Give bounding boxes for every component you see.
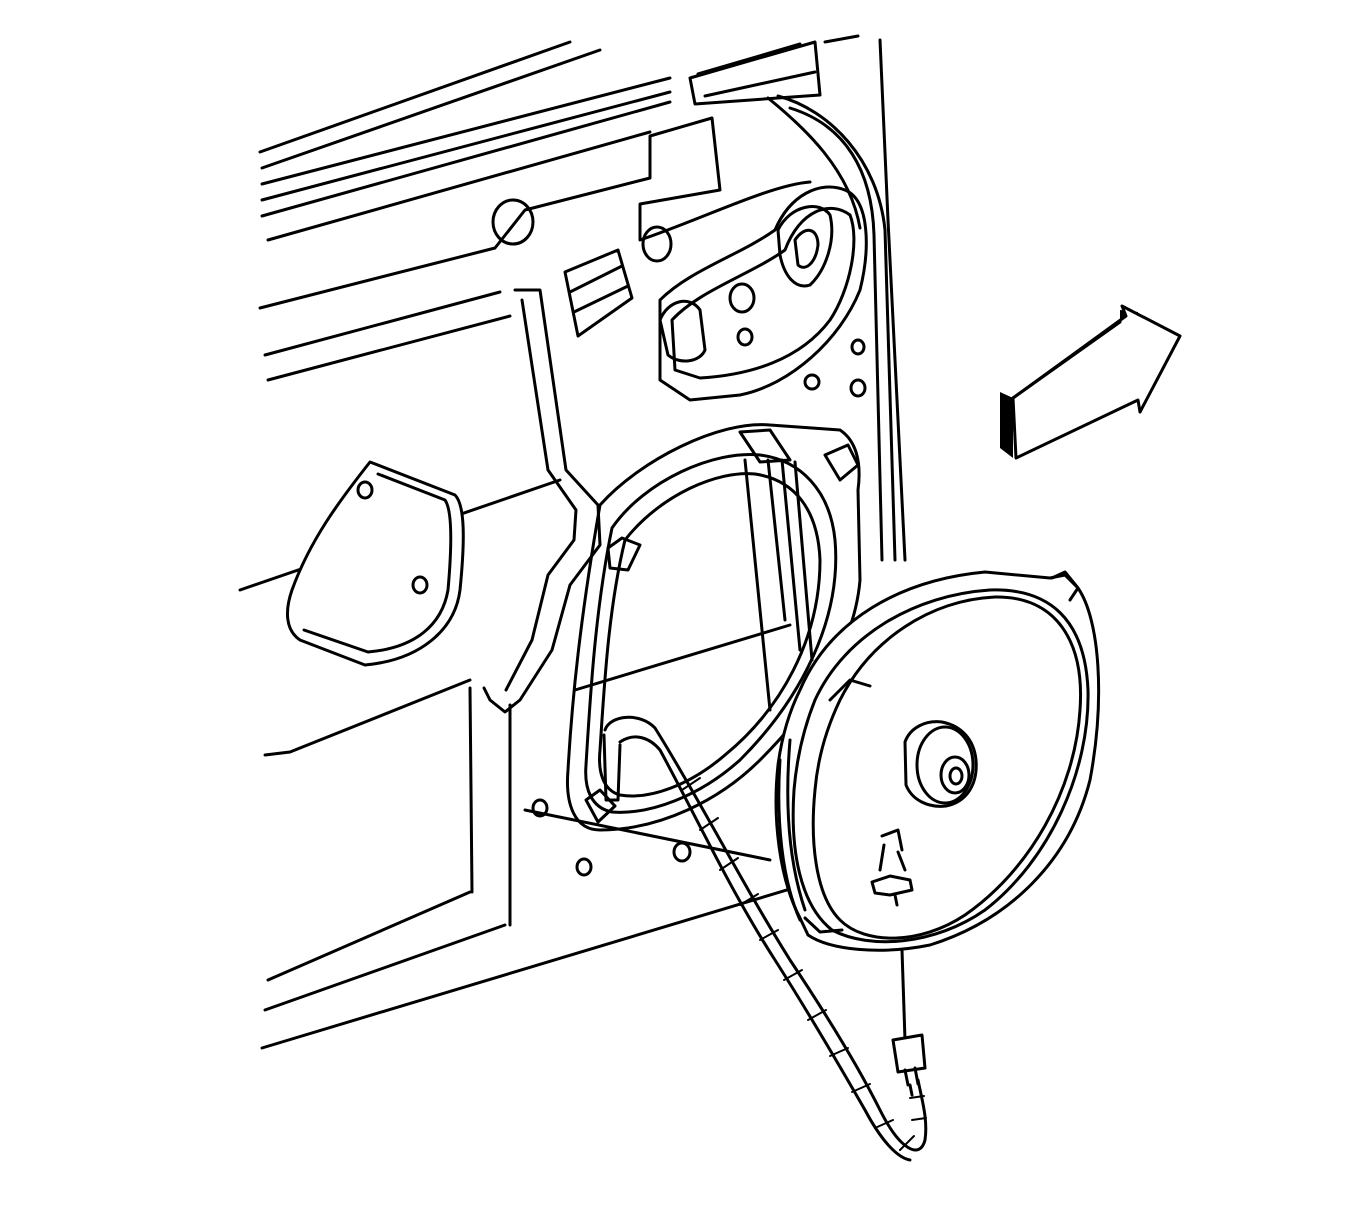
access-hole-cover <box>286 460 465 667</box>
door-inner-panel <box>238 34 907 1050</box>
speaker-center-cap <box>903 720 978 808</box>
vehicle-front-direction-arrow <box>1000 304 1182 460</box>
speaker-opening <box>565 423 862 832</box>
cover-screw-hole <box>411 575 429 595</box>
panel-slot <box>563 248 634 338</box>
panel-hole <box>491 198 535 246</box>
latch-bracket <box>658 185 868 402</box>
panel-hole <box>641 225 673 263</box>
speaker-terminal <box>870 828 914 907</box>
cover-screw-hole <box>356 480 374 500</box>
door-speaker <box>774 570 1101 952</box>
speaker-electrical-connector <box>891 1033 927 1097</box>
window-channel-lines <box>258 34 860 242</box>
